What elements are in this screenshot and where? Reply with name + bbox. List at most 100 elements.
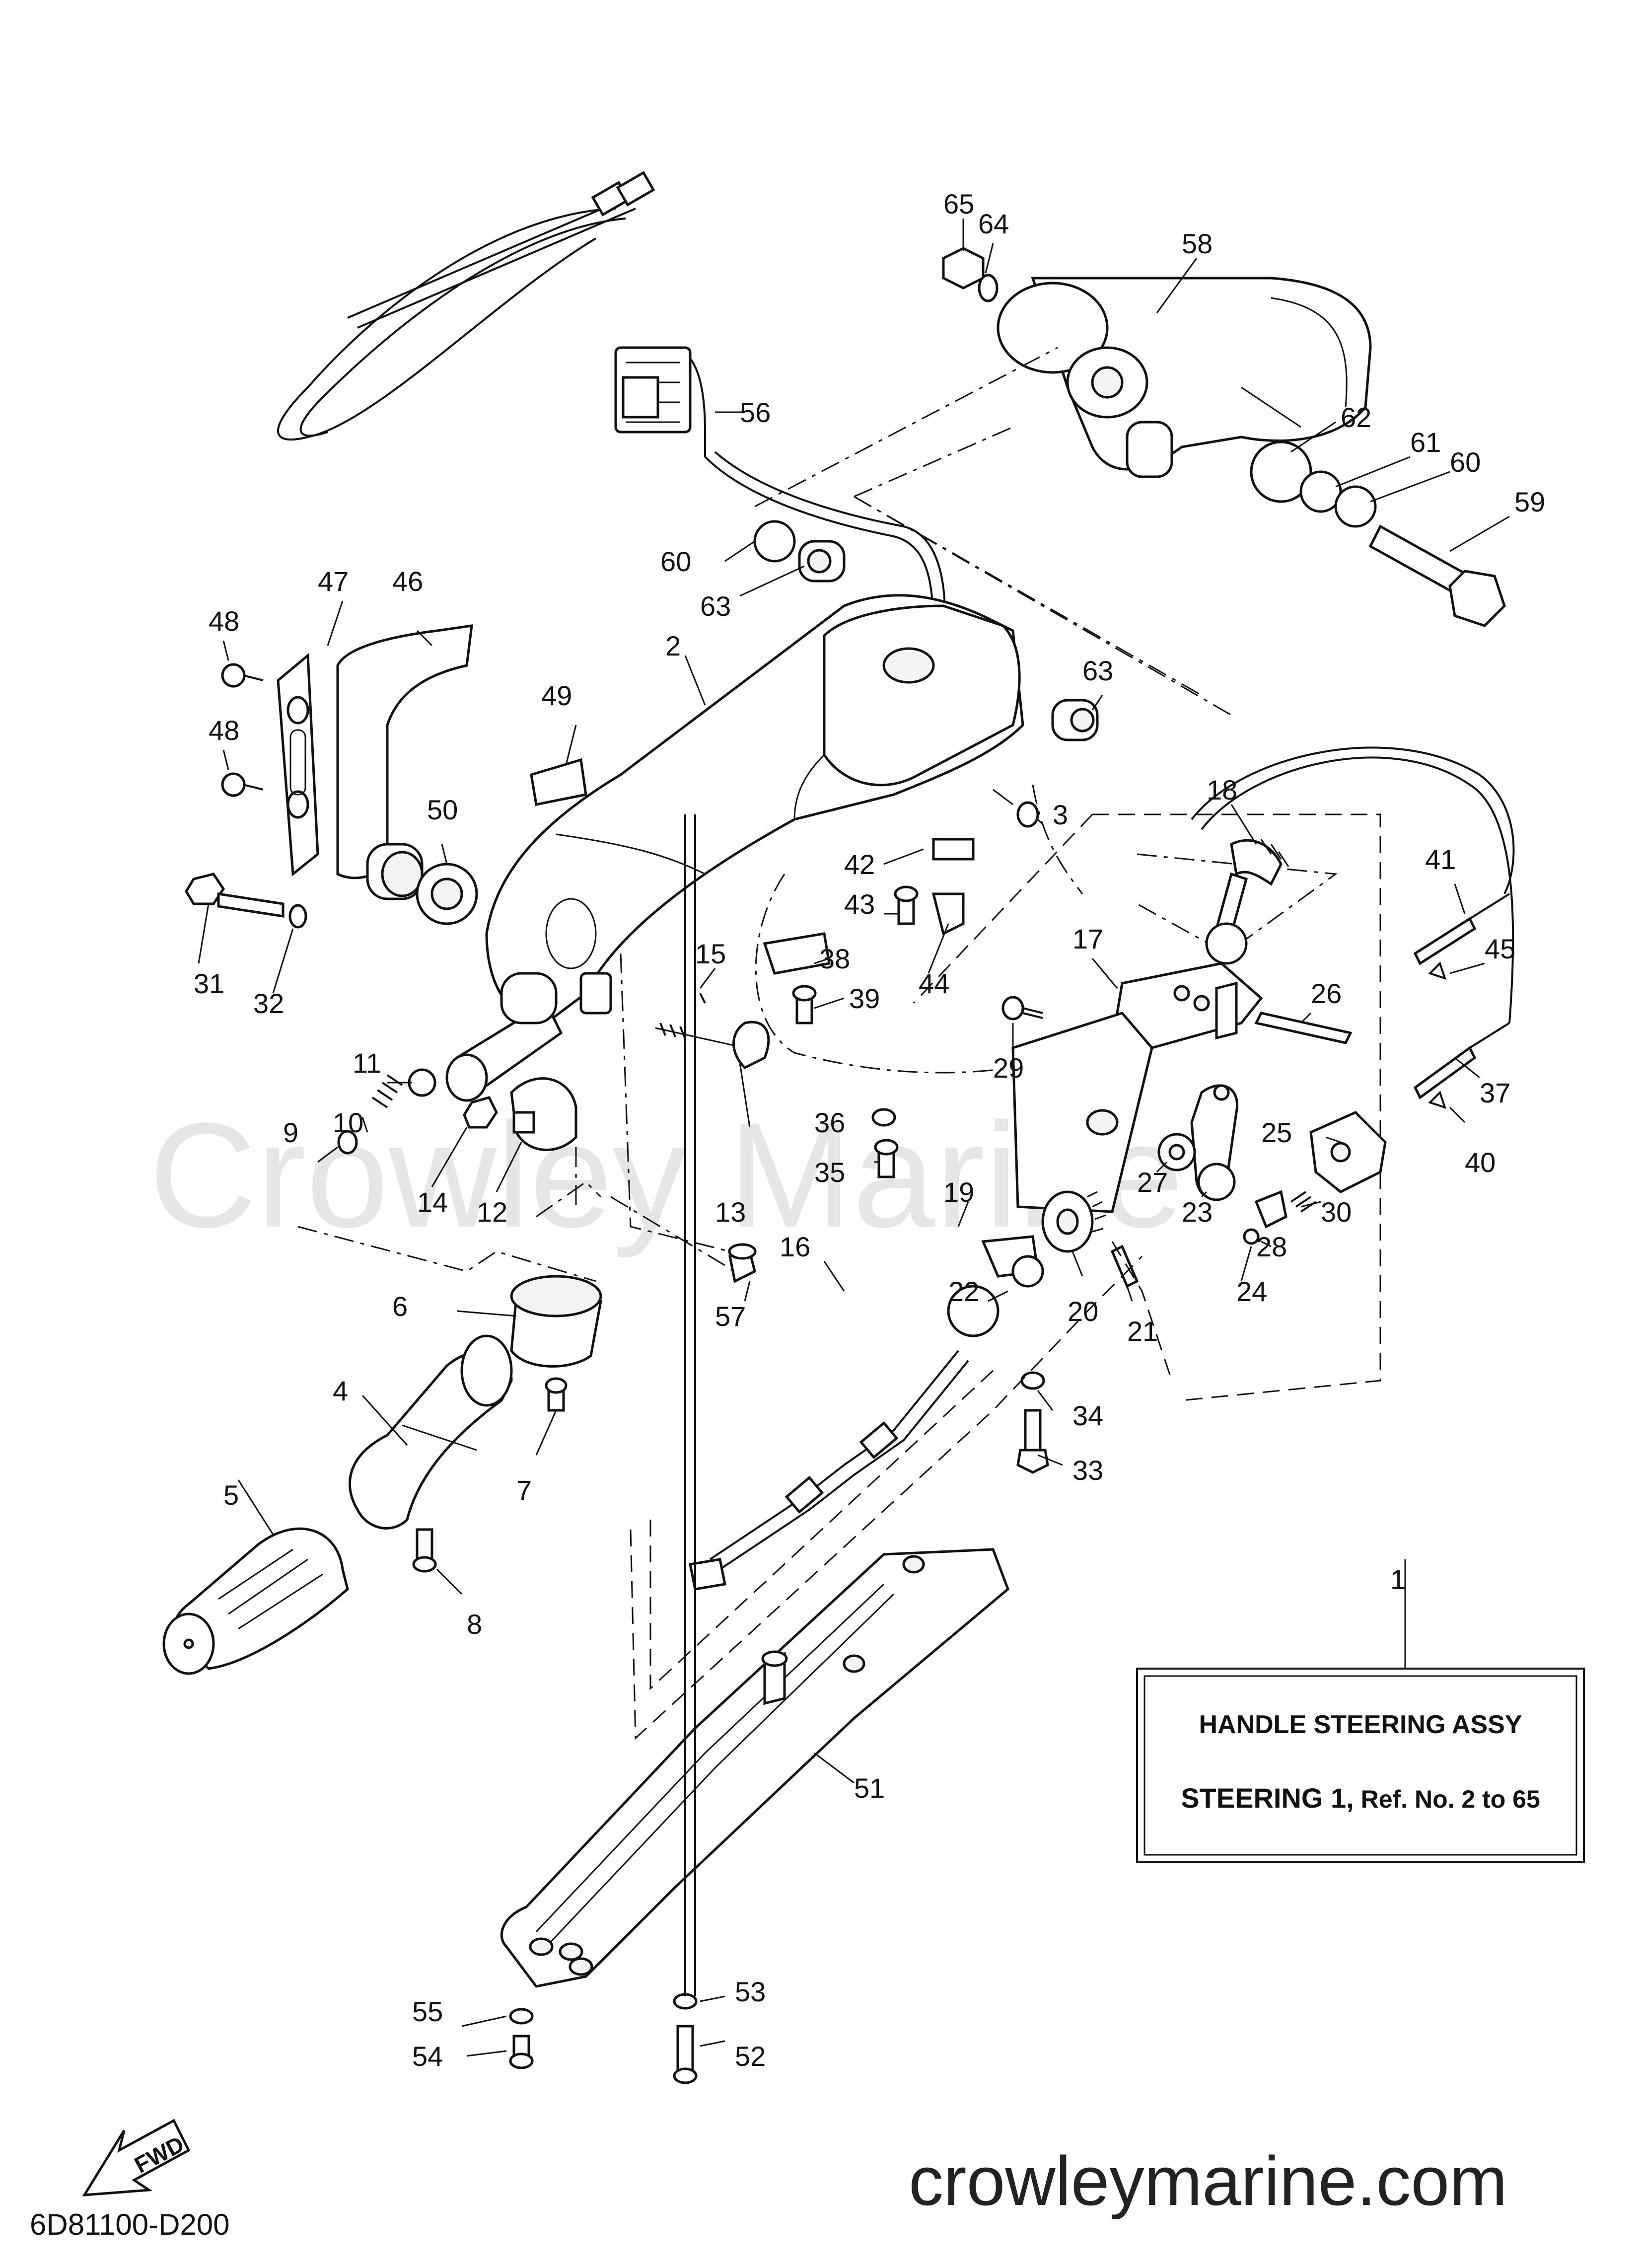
callout-36: 36 xyxy=(814,1107,845,1138)
bush-6 xyxy=(510,1275,602,1368)
clip-42 xyxy=(932,838,975,861)
grommet-57 xyxy=(728,1243,757,1283)
washer-32 xyxy=(288,904,307,929)
shift-rod xyxy=(689,1350,969,1591)
friction-piece-12 xyxy=(510,1077,577,1151)
callout-44: 44 xyxy=(919,968,949,999)
callout-labels xyxy=(198,219,1510,2057)
pin-21 xyxy=(1110,1244,1139,1288)
callout-42: 42 xyxy=(844,849,875,880)
callout-19: 19 xyxy=(943,1176,974,1208)
callout-52: 52 xyxy=(735,2041,766,2072)
assy-subtitle-rest: Ref. No. 2 to 65 xyxy=(1354,1785,1540,1813)
washer-34 xyxy=(1020,1371,1045,1390)
control-cables xyxy=(277,171,946,646)
throttle-shaft xyxy=(445,972,563,1102)
spring-10 xyxy=(371,1074,403,1108)
throttle-grip-4 xyxy=(348,1334,513,1530)
plate-38 xyxy=(763,932,831,975)
callout-26: 26 xyxy=(1311,978,1342,1009)
callout-45: 45 xyxy=(1485,933,1515,964)
screw-33 xyxy=(1016,1409,1049,1474)
collar-63b xyxy=(1051,699,1099,741)
callout-4: 4 xyxy=(333,1375,348,1406)
nut-65 xyxy=(942,247,985,290)
callout-30: 30 xyxy=(1321,1196,1352,1228)
callout-31: 31 xyxy=(194,968,224,999)
bush-50 xyxy=(416,863,478,925)
callout-55: 55 xyxy=(412,1996,443,2027)
screw-35 xyxy=(874,1139,899,1178)
callout-56: 56 xyxy=(740,397,771,428)
callout-64: 64 xyxy=(978,208,1009,239)
washer-36 xyxy=(871,1108,896,1127)
stopper-plate-47 xyxy=(277,653,319,877)
drawing-code: 6D81100-D200 xyxy=(30,2208,230,2241)
screw-39 xyxy=(792,985,817,1024)
bolt-13 xyxy=(655,1021,770,1070)
assy-subtitle-bold: STEERING 1, xyxy=(1181,1782,1354,1814)
callout-62: 62 xyxy=(1341,402,1371,433)
bolt-31 xyxy=(185,873,285,918)
callout-38: 38 xyxy=(819,943,850,974)
clip-40 xyxy=(1428,1091,1447,1109)
washer-64 xyxy=(978,274,999,302)
cable-end-37 xyxy=(1413,1022,1510,1099)
washer-60a xyxy=(1334,485,1377,528)
callout-61: 61 xyxy=(1410,427,1441,458)
lever-23 xyxy=(1190,1084,1238,1201)
callout-60a: 60 xyxy=(1450,446,1481,478)
callout-41: 41 xyxy=(1425,844,1456,875)
label-49 xyxy=(530,758,587,806)
callout-22: 22 xyxy=(948,1276,979,1307)
screw-15 xyxy=(699,993,706,1004)
collar-63a xyxy=(798,540,846,583)
cable-end-41 xyxy=(1413,893,1510,965)
assy-ref-number: 1 xyxy=(1390,1564,1406,1595)
callout-2: 2 xyxy=(665,630,681,661)
assy-subtitle: STEERING 1, Ref. No. 2 to 65 xyxy=(1181,1782,1540,1814)
callout-40: 40 xyxy=(1465,1147,1496,1178)
assy-title: HANDLE STEERING ASSY xyxy=(1199,1710,1522,1739)
callout-9: 9 xyxy=(283,1117,298,1148)
callout-17: 17 xyxy=(1072,923,1103,954)
base-plate-51 xyxy=(500,1548,1009,1988)
callout-16: 16 xyxy=(780,1231,810,1262)
callout-28: 28 xyxy=(1256,1231,1287,1262)
clip-44 xyxy=(931,892,965,936)
nut-14 xyxy=(463,1096,498,1129)
callout-47: 47 xyxy=(318,566,349,597)
callout-7: 7 xyxy=(516,1474,532,1506)
callout-23: 23 xyxy=(1182,1196,1213,1228)
callout-3: 3 xyxy=(1053,799,1068,830)
callout-12: 12 xyxy=(477,1196,507,1228)
callout-51: 51 xyxy=(854,1772,885,1804)
callout-8: 8 xyxy=(467,1609,482,1640)
callout-43: 43 xyxy=(844,888,875,920)
callout-20: 20 xyxy=(1068,1296,1098,1327)
assembly-note-box: 1 HANDLE STEERING ASSY STEERING 1, Ref. … xyxy=(1136,1564,1585,1863)
bush-62 xyxy=(1250,440,1312,503)
watermark: Crowley Marine xyxy=(149,1092,1184,1259)
spring-30 xyxy=(1290,1191,1317,1213)
callout-49: 49 xyxy=(541,680,572,711)
callout-65: 65 xyxy=(943,188,974,219)
callout-50: 50 xyxy=(427,794,458,825)
callout-63a: 63 xyxy=(700,590,731,622)
callout-60b: 60 xyxy=(660,546,691,577)
callout-48a: 48 xyxy=(209,605,239,637)
callout-21: 21 xyxy=(1127,1316,1158,1347)
washer-9 xyxy=(337,1130,358,1155)
washer-55 xyxy=(509,2008,534,2025)
callout-6: 6 xyxy=(392,1291,408,1322)
throttle-knob-5 xyxy=(162,1527,349,1675)
steering-bracket-58 xyxy=(997,277,1372,478)
screw-8 xyxy=(412,1528,437,1573)
callout-29: 29 xyxy=(993,1052,1024,1084)
nut-11 xyxy=(408,1068,436,1097)
callout-34: 34 xyxy=(1072,1400,1103,1431)
callout-15: 15 xyxy=(695,938,726,969)
callout-14: 14 xyxy=(417,1186,448,1218)
